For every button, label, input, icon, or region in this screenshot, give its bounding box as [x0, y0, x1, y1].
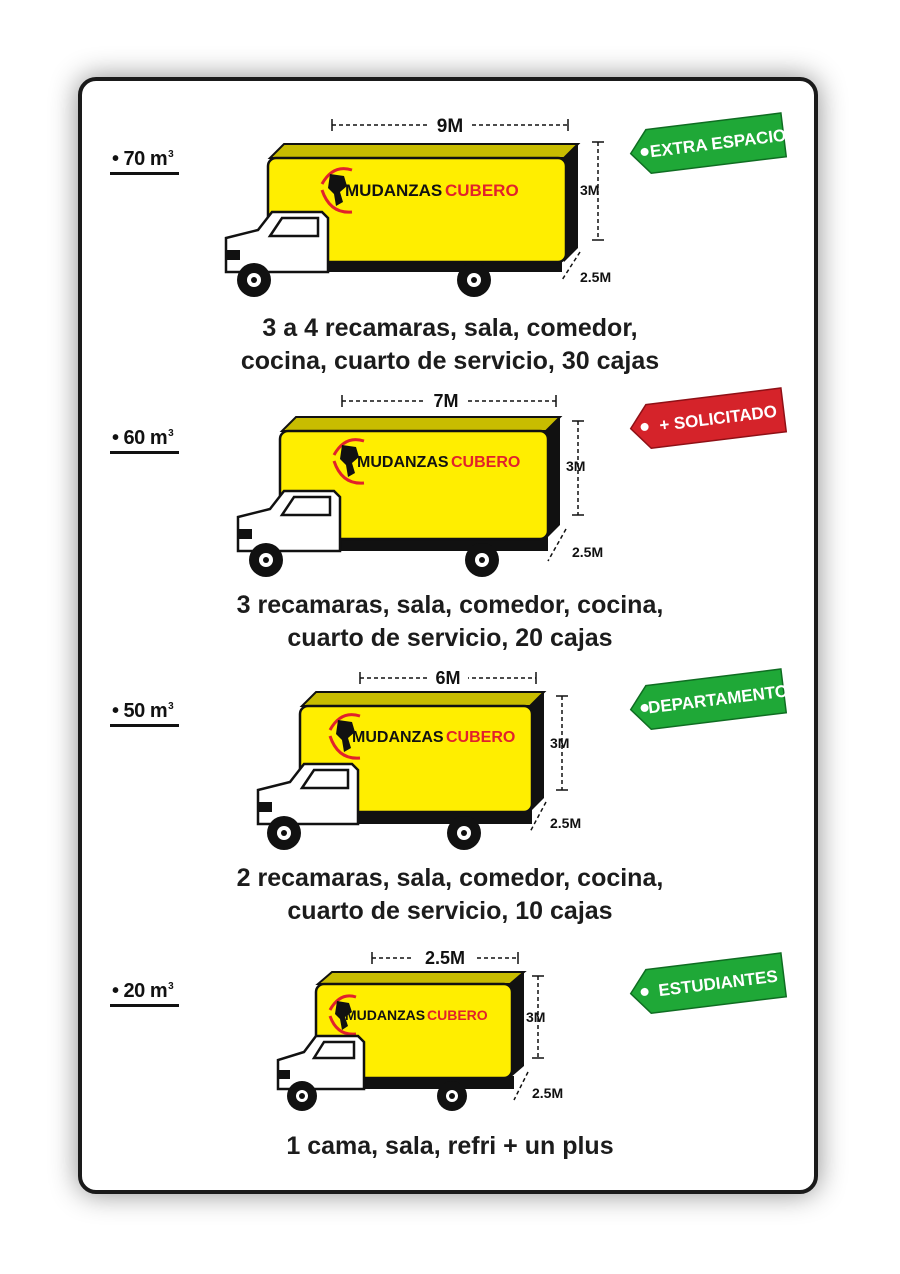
mudanzas-cubero-logo: MUDANZAS CUBERO	[320, 167, 519, 214]
rear-wheel	[457, 263, 491, 297]
truck-description: 3 recamaras, sala, comedor, cocina, cuar…	[236, 591, 664, 652]
svg-text:MUDANZAS: MUDANZAS	[345, 1007, 425, 1023]
height-label: 3M	[580, 182, 599, 198]
truck-cab	[224, 210, 330, 274]
length-dimension: 2.5M	[371, 946, 519, 968]
price-tag-icon	[629, 952, 788, 1015]
length-dimension: 9M	[331, 113, 569, 137]
rear-wheel	[465, 543, 499, 577]
cab-window	[279, 495, 332, 517]
globe-icon	[340, 445, 359, 477]
price-tag-icon	[629, 112, 788, 175]
cab-window	[299, 768, 350, 790]
svg-text:CUBERO: CUBERO	[427, 1007, 488, 1023]
truck-cab	[256, 762, 360, 826]
height-label: 3M	[550, 735, 569, 751]
front-wheel	[237, 263, 271, 297]
rear-wheel	[447, 816, 481, 850]
height-dimension: 3M	[526, 975, 545, 1059]
svg-text:CUBERO: CUBERO	[445, 181, 519, 200]
length-label: 2.5M	[425, 948, 465, 968]
width-dimension: 2.5M	[547, 528, 603, 562]
width-label: 2.5M	[550, 815, 581, 831]
truck-illustration: 2.5M 3M 2.5M MUDANZAS CUBERO	[276, 946, 563, 1111]
height-label: 3M	[566, 458, 585, 474]
globe-icon	[336, 720, 355, 752]
length-label: 7M	[433, 391, 458, 411]
truck-description: 3 a 4 recamaras, sala, comedor, cocina, …	[240, 314, 660, 375]
front-wheel	[267, 816, 301, 850]
rear-wheel	[437, 1081, 467, 1111]
height-dimension: 3M	[580, 141, 604, 241]
width-label: 2.5M	[532, 1085, 563, 1101]
svg-text:MUDANZAS: MUDANZAS	[357, 454, 449, 471]
width-dimension: 2.5M	[561, 251, 611, 285]
truck-description: 2 recamaras, sala, comedor, cocina, cuar…	[236, 864, 664, 925]
globe-icon	[335, 1001, 352, 1030]
length-dimension: 6M	[359, 666, 537, 688]
capacity-label: • 70 m3	[110, 148, 180, 175]
front-wheel	[287, 1081, 317, 1111]
truck-illustration: 9M 3M 2.5M MUDANZAS CUBERO	[224, 113, 611, 297]
length-label: 6M	[435, 668, 460, 688]
width-dimension: 2.5M	[513, 1071, 563, 1101]
truck-illustration: 7M 3M 2.5M MUDANZAS CUBERO	[236, 389, 603, 577]
tag-estudiantes: ESTUDIANTES	[629, 952, 788, 1015]
length-label: 9M	[437, 116, 463, 137]
mudanzas-cubero-logo: MUDANZAS CUBERO	[328, 713, 515, 760]
tag-departamento: DEPARTAMENTO	[629, 668, 789, 731]
capacity-label: • 50 m3	[110, 700, 180, 727]
width-label: 2.5M	[572, 544, 603, 560]
height-dimension: 3M	[566, 420, 585, 516]
svg-text:CUBERO: CUBERO	[446, 729, 515, 746]
mudanzas-cubero-logo: MUDANZAS CUBERO	[332, 438, 520, 485]
truck-cab	[276, 1034, 366, 1091]
length-dimension: 7M	[341, 389, 557, 411]
svg-text:CUBERO: CUBERO	[451, 454, 520, 471]
truck-illustration: 6M 3M 2.5M MUDANZAS CUBERO	[256, 666, 581, 850]
svg-text:MUDANZAS: MUDANZAS	[352, 729, 444, 746]
mudanzas-cubero-logo: MUDANZAS CUBERO	[328, 994, 488, 1036]
cab-window	[311, 1040, 356, 1060]
tag-solicitado: + SOLICITADO	[629, 387, 788, 450]
height-dimension: 3M	[550, 695, 569, 791]
width-label: 2.5M	[580, 269, 611, 285]
svg-text:MUDANZAS: MUDANZAS	[345, 181, 442, 200]
width-dimension: 2.5M	[529, 801, 581, 833]
front-wheel	[249, 543, 283, 577]
price-tag-icon	[629, 387, 788, 450]
truck-description: 1 cama, sala, refri + un plus	[286, 1132, 614, 1160]
price-tag-icon	[629, 668, 788, 731]
tag-extra-espacio: EXTRA ESPACIO	[629, 112, 788, 175]
globe-icon	[328, 174, 347, 206]
height-label: 3M	[526, 1009, 545, 1025]
truck-cab	[236, 489, 342, 553]
capacity-label: • 60 m3	[110, 427, 180, 454]
capacity-label: • 20 m3	[110, 980, 180, 1007]
cab-window	[267, 216, 320, 238]
